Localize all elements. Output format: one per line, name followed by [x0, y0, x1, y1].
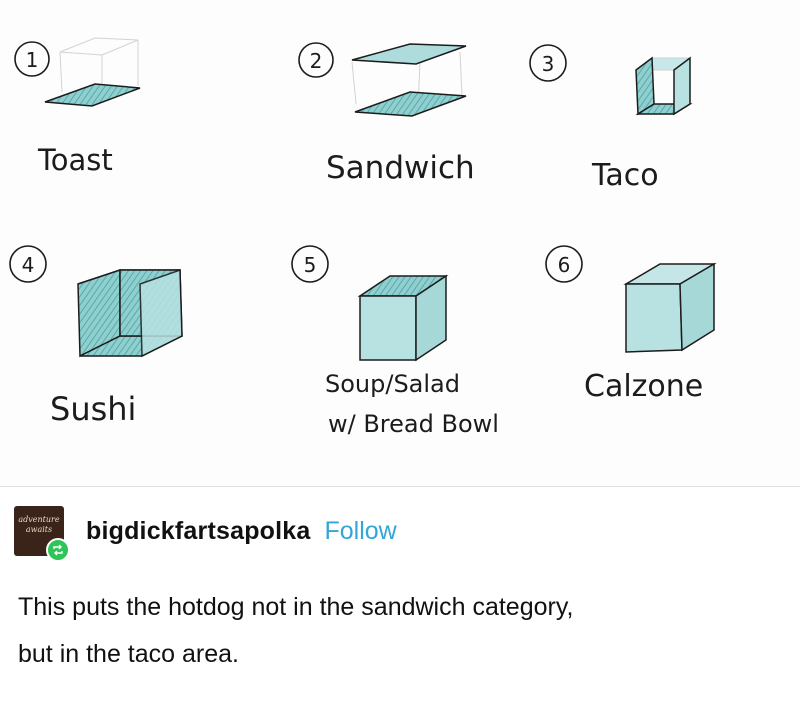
item-toast: 1 Toast [14, 37, 141, 177]
top-face [351, 43, 467, 65]
post-text-line: but in the taco area. [18, 640, 239, 668]
number-circle [529, 44, 567, 82]
follow-button[interactable]: Follow [324, 516, 397, 545]
front-face [625, 283, 683, 353]
item-soup-salad: 5 Soup/Salad w/ Bread Bowl [291, 245, 499, 438]
post-header: adventure awaits bigdickfartsapolka Foll… [14, 504, 397, 562]
number-1: 1 [26, 48, 39, 72]
number-6: 6 [558, 253, 571, 277]
username[interactable]: bigdickfartsapolka [86, 516, 311, 545]
side-face [415, 274, 447, 362]
bottom-face [354, 91, 467, 117]
cube-sandwich-diagram: 1 Toast 2 [9, 37, 717, 438]
side-face [679, 262, 715, 352]
number-circle [545, 245, 583, 283]
item-taco: 3 Taco [529, 44, 693, 193]
number-circle [14, 41, 50, 77]
number-3: 3 [542, 52, 555, 76]
label-sushi: Sushi [50, 390, 136, 428]
label-toast: Toast [37, 143, 113, 177]
label-sandwich: Sandwich [326, 150, 475, 186]
post-text-line: This puts the hotdog not in the sandwich… [18, 593, 574, 621]
number-circle [298, 42, 334, 78]
front-face [359, 295, 417, 361]
right-face [139, 268, 183, 358]
post-body: This puts the hotdog not in the sandwich… [18, 584, 788, 678]
diagram-svg: 1 Toast 2 [9, 37, 717, 438]
label-taco: Taco [591, 158, 659, 193]
right-face [673, 56, 691, 116]
number-circle [291, 245, 329, 283]
label-soup-salad: Soup/Salad [325, 370, 460, 398]
label-calzone: Calzone [584, 369, 703, 404]
avatar[interactable]: adventure awaits [14, 506, 70, 562]
item-calzone: 6 Calzone [545, 245, 717, 404]
number-5: 5 [304, 253, 317, 277]
number-circle [9, 245, 47, 283]
divider [0, 486, 800, 487]
reblog-icon [46, 538, 70, 562]
label-bread-bowl: w/ Bread Bowl [328, 410, 499, 438]
item-sandwich: 2 Sandwich [298, 42, 475, 186]
bottom-face [44, 83, 141, 107]
number-4: 4 [22, 253, 35, 277]
item-sushi: 4 Sushi [9, 245, 183, 428]
number-2: 2 [310, 49, 323, 73]
avatar-text: adventure awaits [18, 515, 60, 534]
